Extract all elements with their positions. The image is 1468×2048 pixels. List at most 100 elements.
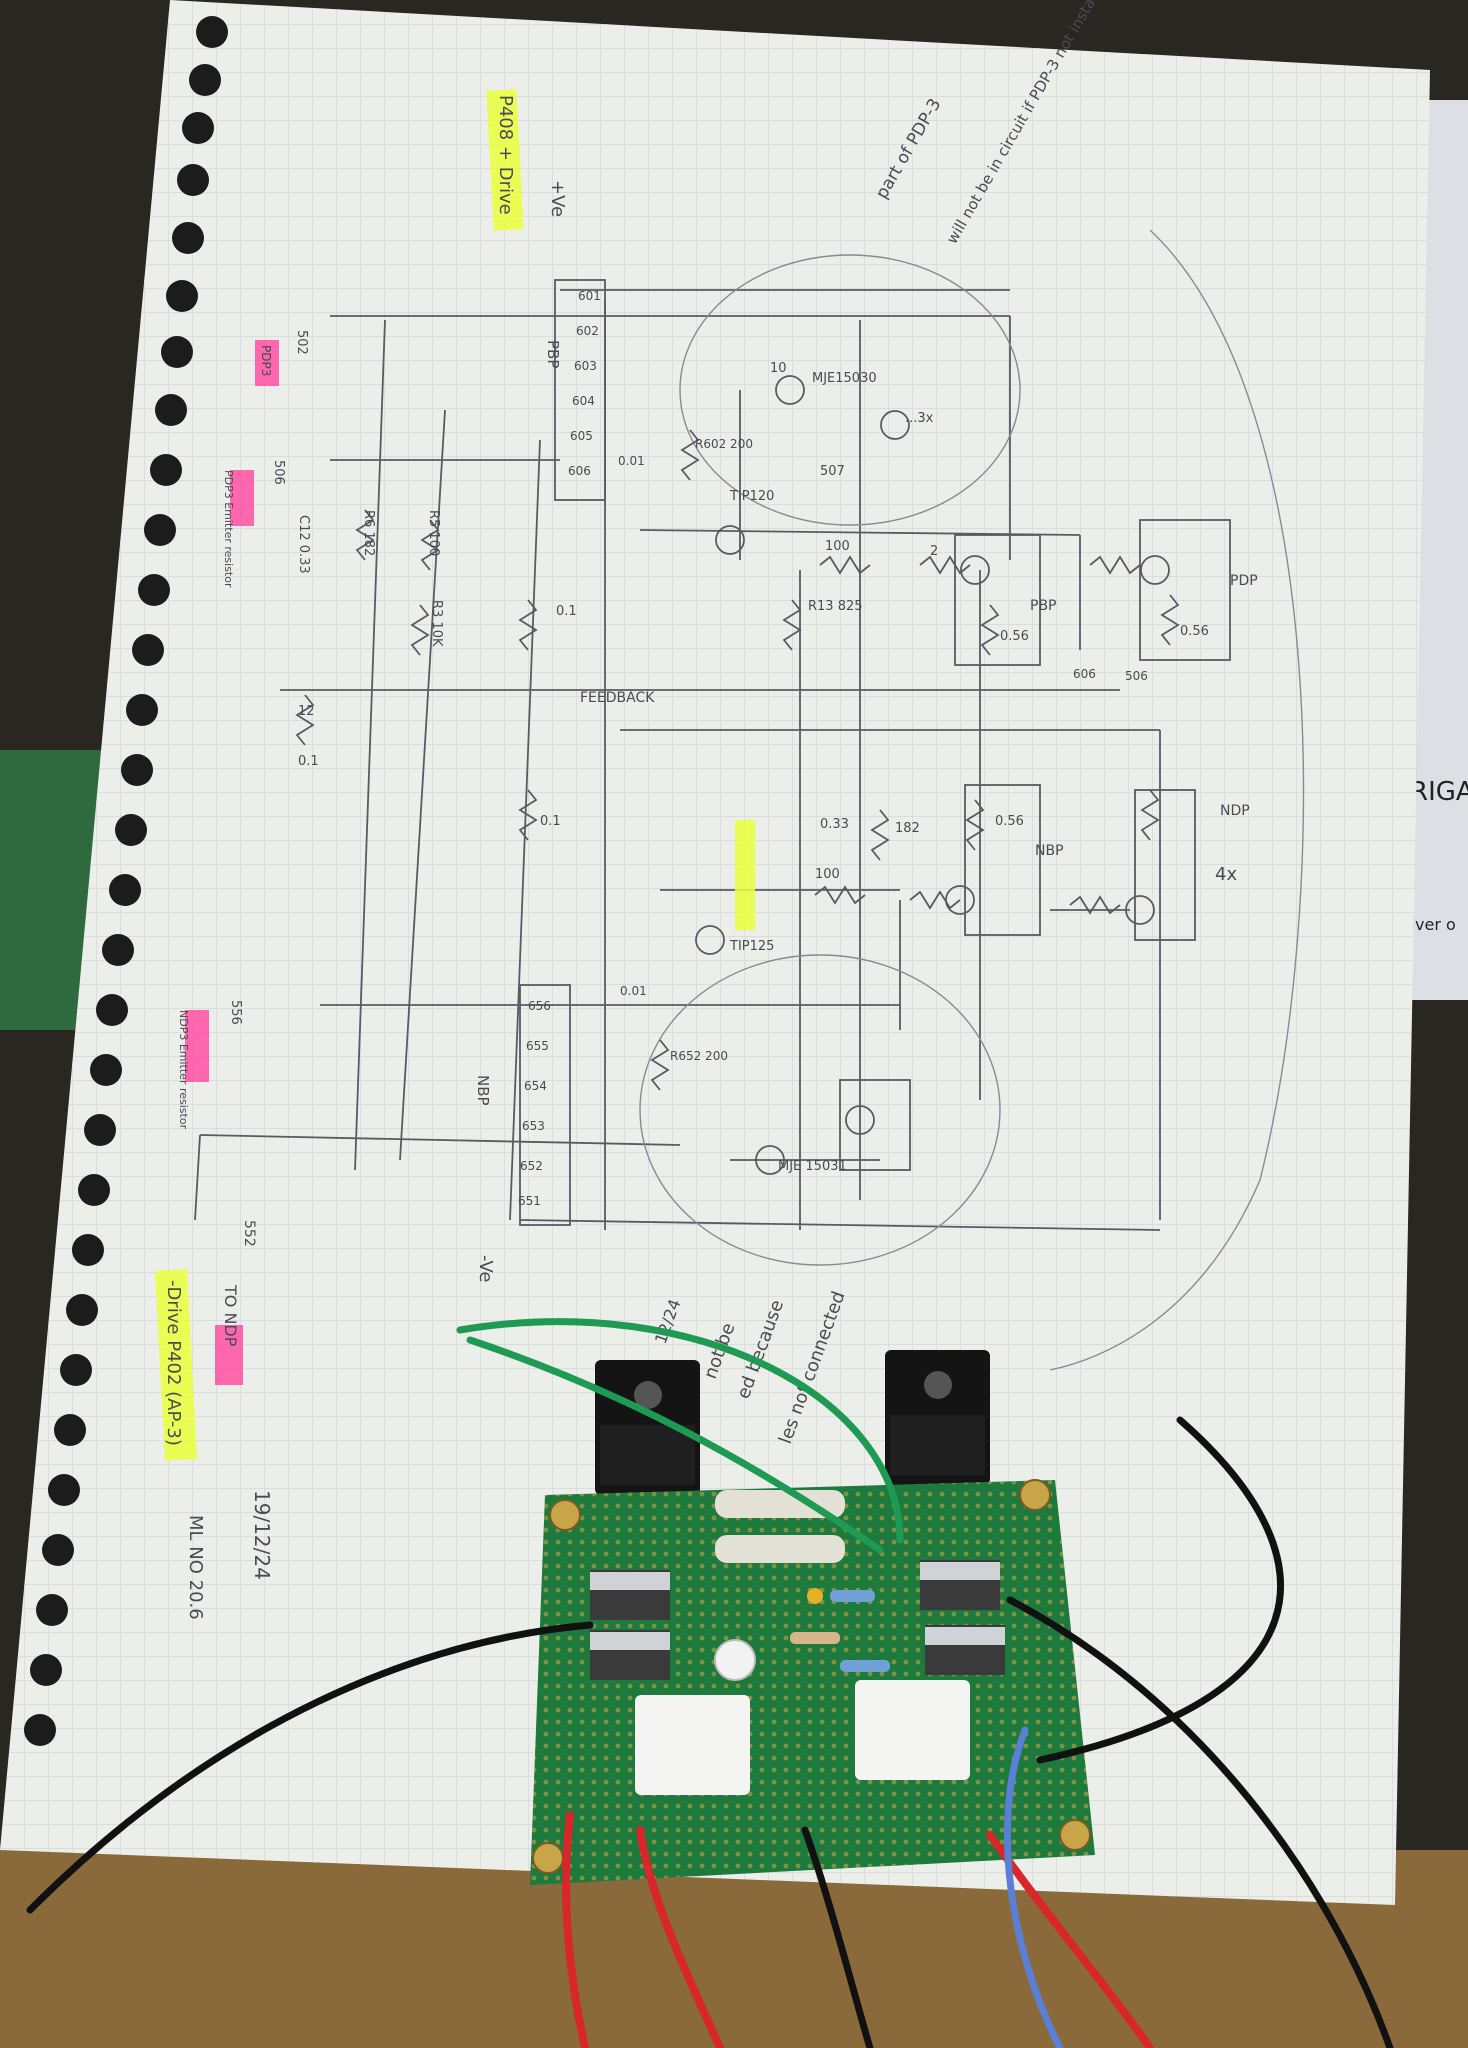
to-ndp-label: TO NDP: [221, 1284, 240, 1347]
pcb-mount-screws: [532, 1479, 1091, 1874]
highlight-pdp3-emitter: [230, 470, 254, 526]
pin-header-top: [554, 279, 606, 501]
highlight-drive-bottom: [155, 1269, 197, 1461]
r6-label: R6 182: [361, 510, 376, 556]
n507-label: 507: [820, 464, 845, 479]
r12-label: 12: [298, 704, 315, 719]
highlight-ndp3-emitter: [185, 1010, 209, 1082]
minus-ve-label: -Ve: [475, 1255, 496, 1282]
r056a-label: 0.56: [1000, 629, 1029, 644]
minus-drive-label: -Drive P402 (AP-3): [163, 1280, 184, 1446]
four-x-label: 4x: [1215, 864, 1237, 885]
date-label: 19/12/24: [250, 1490, 274, 1580]
green-wire: [456, 1318, 904, 1544]
n556-label: 556: [228, 1000, 243, 1025]
pbp-right-label: PBP: [1030, 598, 1057, 614]
n502-label: 502: [294, 330, 309, 355]
r5-label: R5 100: [426, 510, 441, 556]
r100a-label: 100: [825, 539, 850, 554]
highlight-pdp3: [255, 340, 279, 386]
pin-653: 653: [522, 1119, 545, 1133]
pin-651: 651: [518, 1194, 541, 1208]
highlight-p408: [486, 89, 524, 231]
c001a-label: 0.01: [618, 454, 645, 468]
tip120-label: TIP120: [729, 489, 774, 504]
pin-656: 656: [528, 999, 551, 1013]
resistor-symbols: [295, 429, 1180, 1091]
nbp-box-label: NBP: [474, 1075, 492, 1106]
pin-652: 652: [520, 1159, 543, 1173]
r3-label: R3 10K: [429, 600, 444, 647]
pdp-group-circle: [679, 254, 1021, 526]
pcb-to220-transistors: [590, 1560, 1005, 1680]
ml-no-label: ML NO 20.6: [185, 1515, 206, 1620]
c033-label: 0.33: [820, 817, 849, 832]
r182-label: 182: [895, 821, 920, 836]
black-wire-right-2: [1006, 1596, 1394, 2048]
large-loop-line: [1049, 229, 1305, 1371]
binder-holes: [24, 16, 228, 1746]
mje15031-label: MJE 15031: [778, 1159, 847, 1174]
pin-602: 602: [576, 324, 599, 338]
red-wire-1: [562, 1811, 589, 2048]
feedback-label: FEEDBACK: [580, 690, 655, 706]
pin-603: 603: [574, 359, 597, 373]
n506-label: 506: [1125, 669, 1148, 683]
r01b-label: 0.1: [540, 814, 561, 829]
ndp3-emitter-label: NDP3 Emitter resistor: [177, 1010, 190, 1130]
green-wire-2: [466, 1336, 884, 1554]
mje15030-label: MJE15030: [812, 371, 877, 386]
r602-label: R602 200: [695, 437, 753, 451]
p408-drive-label: P408 + Drive: [495, 95, 516, 215]
c12-label: C12 0.33: [296, 515, 311, 574]
n606-label: 606: [1073, 667, 1096, 681]
r056c-label: 0.56: [995, 814, 1024, 829]
pcb-small-components: [714, 1588, 890, 1681]
pin-numbers-bottom: 656 655 654 653 652 651: [518, 999, 551, 1208]
pin-604: 604: [572, 394, 595, 408]
black-wire-bottom: [801, 1826, 874, 2048]
pin-654: 654: [524, 1079, 547, 1093]
n552-label: 552: [241, 1220, 257, 1247]
pin-655: 655: [526, 1039, 549, 1053]
blue-wire: [1003, 1726, 1064, 2048]
power-transistor-right: [885, 1350, 990, 1485]
ndp-group-circle: [639, 954, 1001, 1266]
pin-601: 601: [578, 289, 601, 303]
red-wire-2: [636, 1826, 724, 2048]
c001b-label: 0.01: [620, 984, 647, 998]
red-wire-3: [986, 1831, 1154, 2048]
driver-text: river o: [1404, 915, 1456, 934]
black-wire-left: [26, 1621, 594, 1914]
power-transistor-left: [595, 1360, 700, 1495]
black-wire-right: [1036, 1416, 1284, 1764]
r056b-label: 0.56: [1180, 624, 1209, 639]
c01-label: 0.1: [298, 754, 319, 769]
pdp3-tag: PDP3: [259, 345, 273, 376]
pin-header-bottom: [519, 984, 571, 1226]
n10-label: 10: [770, 361, 787, 376]
r13-label: R13 825: [808, 599, 863, 614]
pdp3-emitter-label: PDP3 Emitter resistor: [222, 470, 235, 588]
r100b-label: 100: [815, 867, 840, 882]
rig-text: RIGA: [1410, 777, 1468, 807]
pcb-power-resistors: [715, 1490, 845, 1563]
three-x-label: ...3x: [905, 411, 934, 426]
plus-ve-label: +Ve: [547, 180, 568, 217]
pin-606: 606: [568, 464, 591, 478]
pin-605: 605: [570, 429, 593, 443]
r01a-label: 0.1: [556, 604, 577, 619]
nbp-right-label: NBP: [1035, 843, 1064, 859]
tip125-label: TIP125: [729, 939, 774, 954]
wires: [26, 1318, 1394, 2048]
highlight-to-ndp: [215, 1325, 243, 1385]
highlight-tip125: [735, 820, 755, 930]
ndp-right-label: NDP: [1220, 803, 1250, 819]
transistor-symbols: [695, 375, 1231, 1175]
pbp-box-label: PBP: [544, 340, 562, 368]
n506-left-label: 506: [271, 460, 286, 485]
pdp-label: PDP: [1230, 573, 1258, 589]
pin-numbers-top: 601 602 603 604 605 606: [568, 289, 601, 478]
pcb-white-connectors: [635, 1680, 970, 1795]
